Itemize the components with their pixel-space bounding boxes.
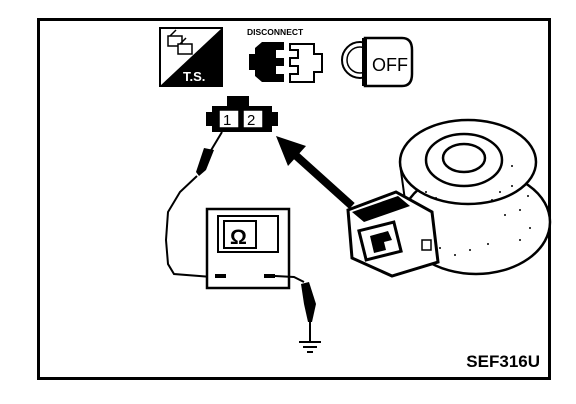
ignition-off-icon: OFF bbox=[341, 36, 414, 88]
knock-sensor bbox=[346, 118, 552, 278]
connection-arrow bbox=[276, 136, 355, 209]
disconnect-label: DISCONNECT bbox=[247, 27, 304, 37]
ohm-symbol: Ω bbox=[230, 226, 247, 249]
disconnect-icon: DISCONNECT bbox=[247, 27, 323, 83]
connector-pin-2: 2 bbox=[247, 112, 255, 129]
sensor-connector bbox=[346, 190, 440, 278]
probe-positive bbox=[164, 131, 223, 278]
ts-label: T.S. bbox=[183, 69, 205, 84]
ground-icon bbox=[299, 341, 321, 353]
meter-terminal-left bbox=[215, 274, 226, 278]
surface-texture bbox=[425, 165, 531, 256]
diagram-frame bbox=[37, 18, 551, 380]
ignition-off-label: OFF bbox=[372, 55, 408, 75]
trouble-shooting-icon: T.S. bbox=[159, 27, 223, 87]
tools-icon bbox=[167, 29, 193, 55]
harness-connector: 1 2 bbox=[206, 96, 278, 132]
meter-terminal-right bbox=[264, 274, 275, 278]
figure-code: SEF316U bbox=[466, 352, 540, 371]
probe-ground bbox=[274, 275, 316, 342]
connector-pin-1: 1 bbox=[223, 112, 231, 129]
ohmmeter: Ω bbox=[205, 207, 291, 290]
